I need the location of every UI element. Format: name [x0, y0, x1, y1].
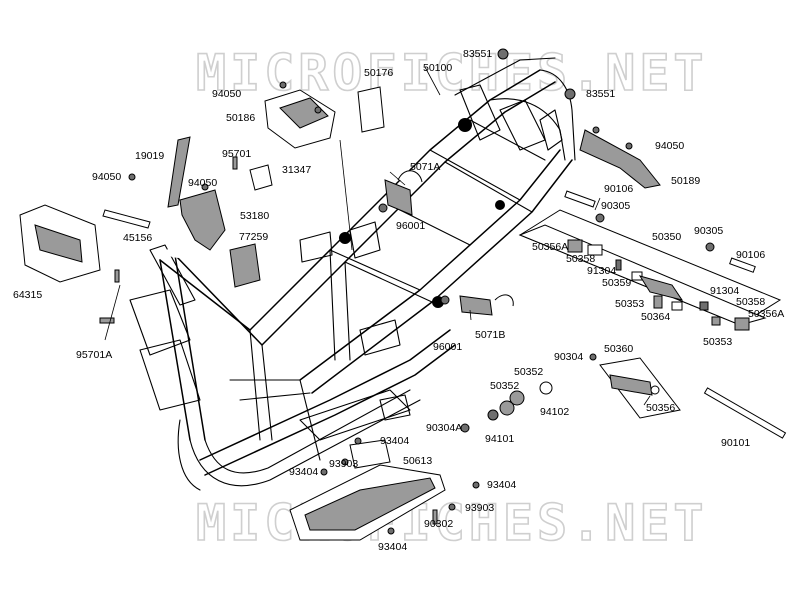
callout-94101: 94101 [485, 433, 515, 445]
watermark-top: MICROFICHES.NET [196, 44, 708, 102]
callout-50360: 50360 [604, 343, 634, 355]
callout-45156: 45156 [123, 232, 153, 244]
callout-19019: 19019 [135, 150, 165, 162]
callout-95701: 95701 [222, 148, 252, 160]
callout-50356A-right: 50356A [748, 308, 785, 320]
callout-94050-mid: 94050 [188, 177, 218, 189]
callout-50613: 50613 [403, 455, 433, 467]
callout-53180: 53180 [240, 210, 270, 222]
callout-50358-left: 50358 [566, 253, 596, 265]
callout-90302: 90302 [424, 518, 454, 530]
callout-83551-top: 83551 [463, 48, 493, 60]
callout-50353-right: 50353 [703, 336, 733, 348]
callout-90304: 90304 [554, 351, 584, 363]
callout-94102: 94102 [540, 406, 570, 418]
parts-illustrations [19, 48, 787, 541]
callout-90305-right: 90305 [694, 225, 724, 237]
callout-50350: 50350 [652, 231, 682, 243]
callout-90101: 90101 [721, 437, 751, 449]
callout-93404-right: 93404 [487, 479, 517, 491]
leader-lines [104, 66, 651, 406]
callout-50100: 50100 [423, 62, 453, 74]
callout-5071B: 5071B [475, 329, 506, 341]
callout-64315: 64315 [13, 289, 43, 301]
callout-50352-bottom: 50352 [490, 380, 520, 392]
callout-96001-top: 96001 [396, 220, 426, 232]
callout-77259: 77259 [239, 231, 269, 243]
callout-5071A: 5071A [410, 161, 441, 173]
callout-93903-top: 93903 [329, 458, 359, 470]
callout-90305-top: 90305 [601, 200, 631, 212]
callout-50353-left: 50353 [615, 298, 645, 310]
callout-31347: 31347 [282, 164, 312, 176]
callout-50186: 50186 [226, 112, 256, 124]
callout-50356: 50356 [646, 402, 676, 414]
main-frame-illustration [129, 57, 576, 491]
callout-50356A-left: 50356A [532, 241, 569, 253]
callout-93404-bottom: 93404 [378, 541, 408, 553]
callout-50176: 50176 [364, 67, 394, 79]
callout-94050-left: 94050 [92, 171, 122, 183]
callout-93404-top: 93404 [380, 435, 410, 447]
callout-96001-bottom: 96001 [433, 341, 463, 353]
callout-94050-right: 94050 [655, 140, 685, 152]
callout-93404-left: 93404 [289, 466, 319, 478]
callout-83551-right: 83551 [586, 88, 616, 100]
callout-90106-right: 90106 [736, 249, 766, 261]
callout-90304A: 90304A [426, 422, 463, 434]
callout-94050-tray: 94050 [212, 88, 242, 100]
callout-95701A: 95701A [76, 349, 113, 361]
callout-50189: 50189 [671, 175, 701, 187]
callout-50364: 50364 [641, 311, 671, 323]
callout-91304-left: 91304 [587, 265, 617, 277]
watermark-bottom: MICROFICHES.NET [196, 494, 708, 552]
callout-90106-top: 90106 [604, 183, 634, 195]
callout-50359: 50359 [602, 277, 632, 289]
callout-91304-right: 91304 [710, 285, 740, 297]
callout-50352-top: 50352 [514, 366, 544, 378]
callout-50358-right: 50358 [736, 296, 766, 308]
callout-93903-bottom: 93903 [465, 502, 495, 514]
